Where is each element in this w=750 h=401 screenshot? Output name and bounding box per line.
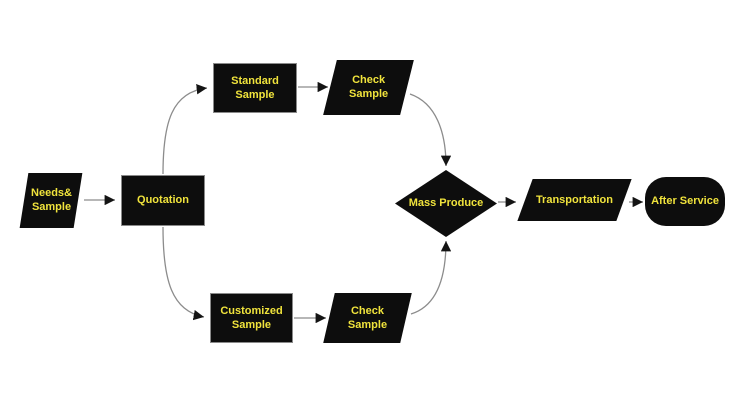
- connector-check-sample-bottom-to-mass-produce: [410, 240, 452, 315]
- node-customized-sample: Customized Sample: [210, 293, 293, 343]
- node-standard-sample: Standard Sample: [213, 63, 297, 113]
- node-quotation-label: Quotation: [137, 194, 189, 207]
- connector-quotation-to-standard-sample: [162, 84, 208, 175]
- connector-quotation-to-customized-sample: [162, 226, 205, 321]
- node-transportation: Transportation: [517, 179, 632, 221]
- node-after-service-label: After Service: [651, 195, 719, 208]
- connector-check-sample-top-to-mass-produce: [409, 93, 452, 167]
- node-check-sample-top-label: Check Sample: [348, 74, 389, 101]
- node-transportation-label: Transportation: [535, 193, 614, 206]
- node-check-sample-bottom-label: Check Sample: [347, 304, 388, 331]
- node-needs-sample-label: Needs& Sample: [30, 187, 72, 214]
- node-check-sample-bottom: Check Sample: [323, 293, 412, 343]
- node-needs-sample: Needs& Sample: [19, 173, 83, 228]
- node-after-service: After Service: [645, 177, 725, 226]
- node-standard-sample-label: Standard Sample: [231, 74, 279, 101]
- node-mass-produce-label: Mass Produce: [408, 197, 484, 210]
- node-check-sample-top: Check Sample: [323, 60, 414, 115]
- node-quotation: Quotation: [121, 175, 205, 226]
- node-customized-sample-label: Customized Sample: [220, 304, 283, 331]
